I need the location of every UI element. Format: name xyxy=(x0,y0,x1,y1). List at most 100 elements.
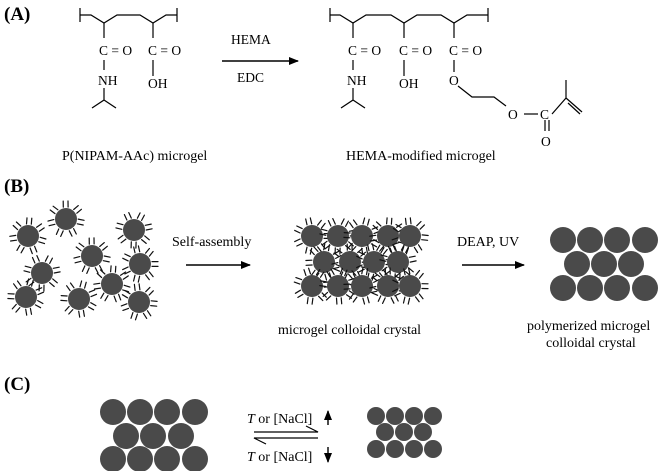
microgel-particle xyxy=(182,399,208,425)
methacrylate-carbon: C xyxy=(540,107,549,122)
pendant-chain xyxy=(392,275,401,284)
pendant-chain xyxy=(294,289,304,298)
carbonyl-group: C = O xyxy=(449,43,482,58)
pendant-chain xyxy=(121,290,131,299)
self-assembly-label: Self-assembly xyxy=(172,235,251,250)
reagent-edc: EDC xyxy=(237,70,264,85)
pendant-chain xyxy=(13,280,22,290)
pendant-chain xyxy=(31,255,40,264)
pendant-chain xyxy=(356,251,365,260)
pendant-chain xyxy=(38,236,47,245)
pendant-chain xyxy=(391,237,401,245)
pendant-chain xyxy=(102,255,111,263)
pendant-chain xyxy=(26,278,34,287)
microgel-particle xyxy=(55,208,77,230)
microgel-particle xyxy=(577,275,603,301)
microgel-particle xyxy=(123,219,145,241)
swollen-crystal xyxy=(100,399,208,471)
microgel-particle xyxy=(424,407,442,425)
pendant-chain xyxy=(349,219,358,229)
pendant-chain xyxy=(142,310,152,319)
microgel-particle xyxy=(182,446,208,471)
microgel-particle xyxy=(168,423,194,449)
panel-b-label: (B) xyxy=(4,176,29,197)
pendant-chain xyxy=(123,212,132,221)
hairy-microgel xyxy=(294,217,331,255)
microgel-particle xyxy=(550,275,576,301)
pendant-chain xyxy=(36,223,45,232)
hairy-microgel xyxy=(93,265,131,303)
microgel-particle xyxy=(604,275,630,301)
pendant-chain xyxy=(44,255,53,264)
pendant-chain xyxy=(122,266,131,275)
microgel-particle xyxy=(591,251,617,277)
microgel-particle xyxy=(127,446,153,471)
pendant-chain xyxy=(122,284,131,293)
microgel-particle xyxy=(405,407,423,425)
carbonyl-group: C = O xyxy=(148,43,181,58)
pendant-chain xyxy=(386,217,393,225)
hairy-microgel xyxy=(73,237,111,274)
microgel-particle xyxy=(632,227,658,253)
pendant-chain xyxy=(339,267,348,277)
pendant-chain xyxy=(392,223,402,233)
pendant-chain xyxy=(122,253,131,262)
pendant-chain xyxy=(75,242,85,252)
pendant-chain xyxy=(416,220,425,230)
pendant-chain xyxy=(9,234,18,242)
ester-oxygen: O xyxy=(449,73,459,88)
pendant-chain xyxy=(29,245,38,255)
pendant-chain xyxy=(377,295,386,304)
pendant-chain xyxy=(319,280,328,288)
microgel-particle xyxy=(577,227,603,253)
microgel-particle xyxy=(377,275,399,297)
caption-polymerized-line1: polymerized microgel xyxy=(527,319,650,334)
microgel-particle xyxy=(81,245,103,267)
pendant-chain xyxy=(64,305,74,315)
pendant-chain xyxy=(421,234,429,241)
pendant-chain xyxy=(47,219,56,227)
nacl-condition: or [NaCl] xyxy=(255,412,313,427)
microgel-particle xyxy=(363,251,385,273)
pendant-chain xyxy=(335,297,343,305)
pendant-chain xyxy=(94,265,103,274)
microgel-particle xyxy=(399,275,421,297)
hairy-microgel xyxy=(293,267,331,305)
microgel-particle xyxy=(100,399,126,425)
pendant-chain xyxy=(387,244,396,253)
pendant-chain xyxy=(55,228,64,237)
pendant-chain xyxy=(372,221,382,231)
pendant-chain xyxy=(414,293,424,303)
pendant-chain xyxy=(392,288,401,297)
pendant-chain xyxy=(347,270,357,280)
pendant-chain xyxy=(421,283,429,290)
microgel-particle xyxy=(387,251,409,273)
pendant-chain xyxy=(348,293,358,303)
caption-polymerized-line2: colloidal crystal xyxy=(546,336,636,351)
pendant-chain xyxy=(66,282,75,292)
hairy-microgel xyxy=(115,212,153,249)
amide-nh: NH xyxy=(347,73,367,88)
pendant-chain xyxy=(145,286,154,296)
nipam-aac-structure: C = O NH C = O OH xyxy=(79,8,181,109)
pendant-chain xyxy=(136,212,145,221)
pendant-chain xyxy=(78,309,85,318)
pendant-chain xyxy=(25,217,33,225)
pendant-chain xyxy=(11,303,21,313)
pendant-chain xyxy=(413,244,423,254)
pendant-chain xyxy=(151,261,159,267)
pendant-chain xyxy=(93,282,102,290)
panel-a-label: (A) xyxy=(4,4,30,25)
pendant-chain xyxy=(120,303,130,311)
microgel-particle xyxy=(301,225,323,247)
pendant-chain xyxy=(371,272,381,282)
pendant-chain xyxy=(379,254,388,262)
pendant-chain xyxy=(340,218,349,227)
pendant-chain xyxy=(115,222,124,230)
pendant-chain xyxy=(361,267,369,276)
microgel-particle xyxy=(367,407,385,425)
pendant-chain xyxy=(133,245,141,254)
pendant-chain xyxy=(52,266,61,274)
carbonyl-group: C = O xyxy=(99,43,132,58)
